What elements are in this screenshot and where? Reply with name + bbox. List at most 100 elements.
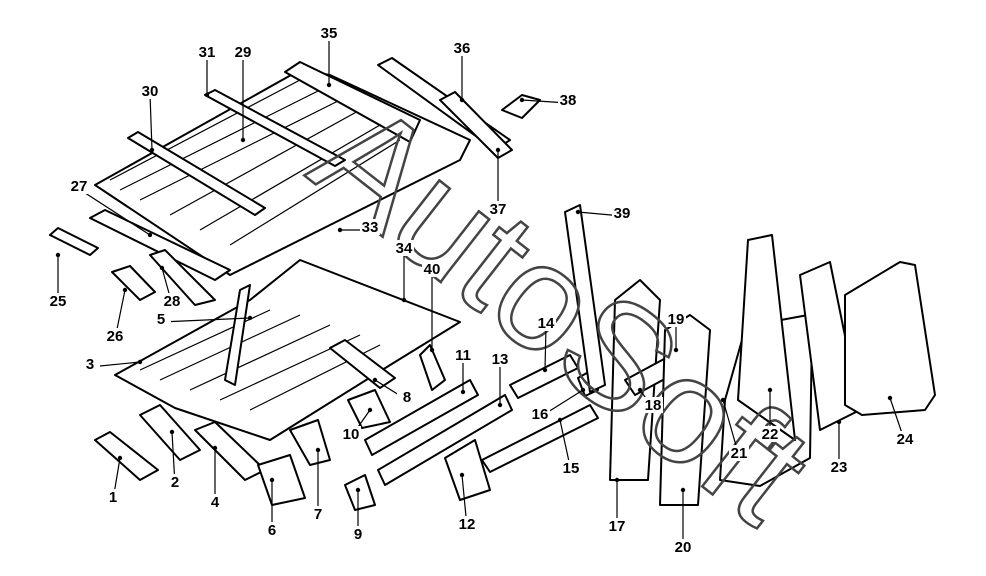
callout-bg-1 [103, 489, 123, 505]
callout-number-20: 20 [675, 539, 692, 556]
leader-dot-2 [169, 429, 175, 435]
bracket-28 [149, 249, 216, 306]
leader-dot-8 [372, 377, 378, 383]
callout-bg-33 [360, 219, 380, 235]
callout-number-18: 18 [645, 397, 662, 414]
callout-bg-27 [69, 178, 89, 194]
callout-number-21: 21 [731, 445, 748, 462]
leader-dot-26 [122, 287, 128, 293]
leader-dot-14 [542, 367, 548, 373]
leader-dot-18 [637, 387, 643, 393]
callout-number-33: 33 [362, 219, 379, 236]
callout-number-35: 35 [321, 25, 338, 42]
callout-number-24: 24 [897, 431, 914, 448]
callout-number-27: 27 [71, 178, 88, 195]
callout-bg-16 [530, 406, 550, 422]
callout-bg-4 [205, 494, 225, 510]
callout-bg-5 [151, 311, 171, 327]
callout-number-15: 15 [563, 460, 580, 477]
leader-dot-13 [497, 402, 503, 408]
leader-dot-20 [680, 487, 686, 493]
member-40 [419, 344, 446, 391]
callout-bg-29 [233, 44, 253, 60]
callout-bg-11 [453, 347, 473, 363]
leader-dot-28 [159, 265, 165, 271]
sill-15 [481, 404, 599, 473]
leader-dot-5 [247, 315, 253, 321]
sill-14 [509, 354, 579, 399]
callout-number-14: 14 [538, 315, 555, 332]
roof-bow-30 [127, 131, 266, 216]
callout-number-11: 11 [455, 347, 471, 364]
callout-number-13: 13 [492, 351, 509, 368]
callout-bg-40 [422, 261, 442, 277]
callout-bg-28 [162, 293, 182, 309]
roof-rail-35 [284, 61, 421, 143]
leader-dot-3 [137, 359, 143, 365]
sill-13 [377, 394, 513, 486]
callout-number-3: 3 [86, 356, 94, 373]
callout-bg-26 [105, 328, 125, 344]
callout-number-9: 9 [354, 526, 362, 543]
leader-dot-4 [212, 445, 218, 451]
bracket-7 [289, 419, 331, 466]
callout-number-19: 19 [668, 311, 685, 328]
callout-number-30: 30 [142, 83, 159, 100]
leader-dot-22 [767, 387, 773, 393]
callout-bg-21 [729, 445, 749, 461]
leader-dot-33 [337, 227, 343, 233]
leader-dot-39 [575, 209, 581, 215]
leader-dot-35 [326, 82, 332, 88]
leader-dot-40 [429, 347, 435, 353]
sill-11 [364, 379, 479, 456]
leader-dot-27 [147, 232, 153, 238]
callout-bg-37 [488, 201, 508, 217]
callout-number-34: 34 [396, 240, 413, 257]
callout-bg-17 [607, 518, 627, 534]
leader-dot-19 [673, 347, 679, 353]
callout-bg-7 [308, 506, 328, 522]
leader-dot-6 [269, 477, 275, 483]
leader-dot-34 [401, 297, 407, 303]
bracket-6 [257, 454, 306, 506]
callout-bg-35 [319, 25, 339, 41]
leader-dot-31 [204, 92, 210, 98]
callout-number-6: 6 [268, 522, 276, 539]
leader-dot-11 [460, 389, 466, 395]
pillar-20 [659, 314, 711, 506]
leader-dot-37 [495, 147, 501, 153]
callout-number-38: 38 [560, 92, 577, 109]
callout-number-22: 22 [762, 426, 779, 443]
leader-line-5 [160, 317, 251, 323]
callout-bg-24 [895, 431, 915, 447]
leader-dot-17 [614, 477, 620, 483]
leader-line-27 [78, 188, 151, 236]
leader-dot-25 [55, 252, 61, 258]
callout-number-8: 8 [403, 389, 411, 406]
callout-bg-19 [666, 311, 686, 327]
callout-number-16: 16 [532, 406, 549, 423]
callout-number-4: 4 [211, 494, 220, 511]
callout-number-36: 36 [454, 40, 471, 57]
member-1 [94, 431, 159, 481]
callout-bg-38 [558, 92, 578, 108]
callout-bg-8 [397, 389, 417, 405]
callout-bg-18 [643, 397, 663, 413]
callout-bg-31 [197, 44, 217, 60]
bracket-9 [344, 474, 376, 511]
callout-bg-34 [394, 240, 414, 256]
leader-dot-16 [580, 387, 586, 393]
leader-dot-9 [355, 487, 361, 493]
roof-bow-29 [204, 89, 346, 167]
callout-number-25: 25 [50, 293, 67, 310]
callout-number-10: 10 [343, 426, 360, 443]
member-8 [329, 339, 396, 389]
callout-bg-14 [536, 315, 556, 331]
callout-bg-22 [760, 426, 780, 442]
leader-dot-29 [240, 137, 246, 143]
callout-number-37: 37 [490, 201, 507, 218]
callout-number-7: 7 [314, 506, 322, 523]
leader-dot-7 [315, 447, 321, 453]
leader-dot-12 [459, 472, 465, 478]
